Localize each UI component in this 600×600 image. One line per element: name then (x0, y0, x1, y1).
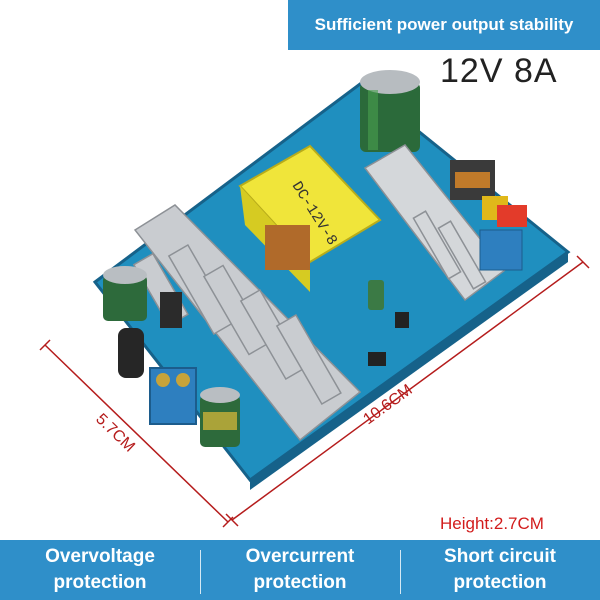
input-terminal (497, 205, 527, 227)
dc-output-terminal (149, 367, 197, 425)
feature-subtitle: protection (453, 572, 547, 593)
mosfet (160, 292, 182, 328)
height-label: Height:2.7CM (440, 514, 544, 533)
pcb-edge (250, 252, 568, 490)
mid-capacitor (368, 280, 384, 310)
feature-title: Short circuit (444, 546, 556, 567)
product-photo: 5.7CM 10.6CM DC-12V-8 (39, 70, 590, 528)
feature-subtitle: protection (53, 572, 147, 593)
features-bar: Overvoltage protection Overcurrent prote… (0, 540, 600, 600)
spec-label: 12V 8A (440, 52, 558, 90)
width-dimension-label: 5.7CM (92, 411, 138, 456)
headline-text: Sufficient power output stability (314, 15, 574, 34)
output-capacitor (200, 387, 240, 447)
headline-banner: Sufficient power output stability (288, 0, 600, 50)
control-ic (395, 312, 409, 328)
heatsink-right (363, 144, 507, 302)
large-capacitor (360, 70, 420, 152)
feature-overvoltage: Overvoltage protection (0, 544, 200, 596)
output-inductor (118, 328, 144, 378)
feature-overcurrent: Overcurrent protection (200, 544, 400, 596)
feature-title: Overvoltage (45, 546, 155, 567)
dc-output-label: DC+ (148, 425, 173, 449)
transformer (238, 144, 382, 292)
feature-title: Overcurrent (245, 546, 355, 567)
ac-terminal-block (479, 229, 523, 271)
feature-subtitle: protection (253, 572, 347, 593)
dimension-lines (39, 255, 590, 528)
optocoupler (368, 352, 386, 366)
small-capacitor (103, 266, 147, 321)
feature-short-circuit: Short circuit protection (400, 544, 600, 596)
inductor (450, 160, 495, 200)
